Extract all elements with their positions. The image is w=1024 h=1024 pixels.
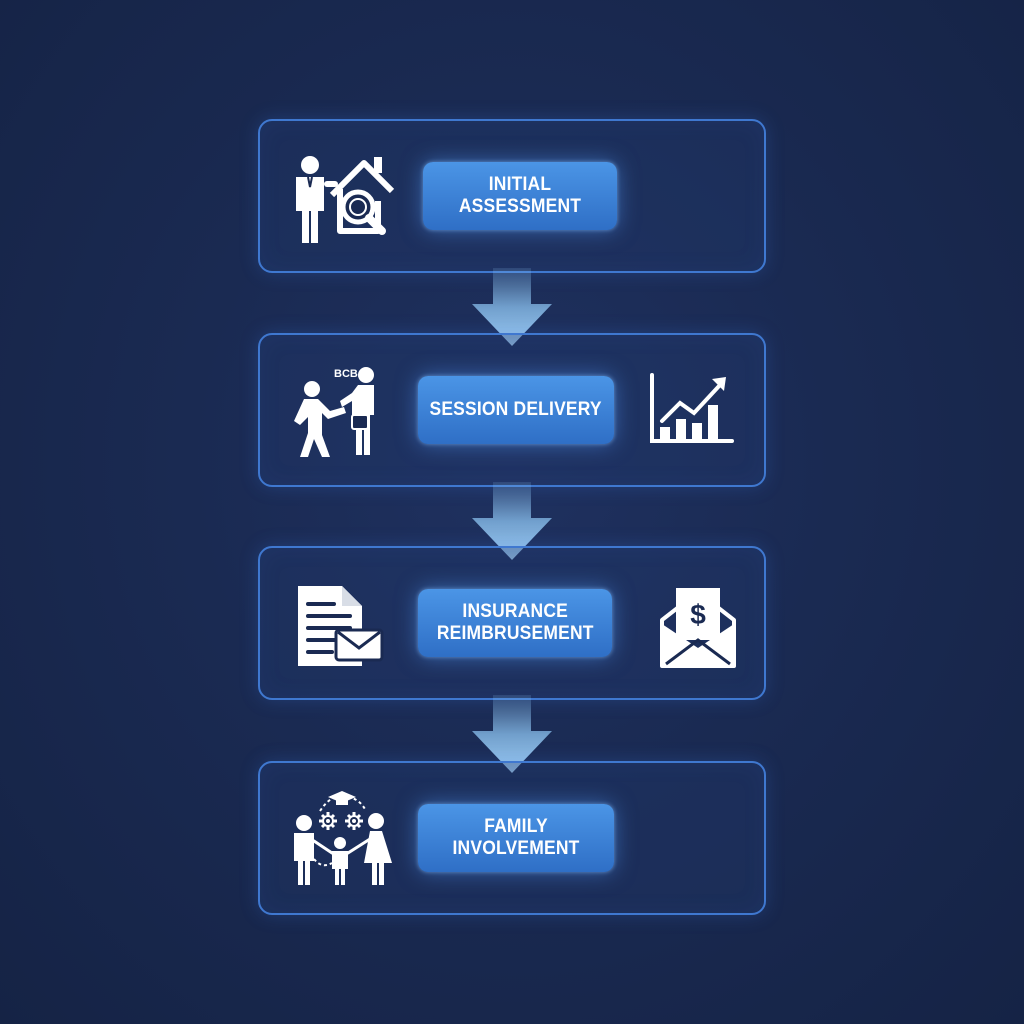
therapist-client-icon: BCBA: [294, 367, 374, 457]
stage-label-pill: INSURANCE REIMBRUSEMENT: [418, 589, 612, 657]
stage-insurance-reimbursement: INSURANCE REIMBRUSEMENT $: [258, 546, 766, 700]
assessor-house-magnifier-icon: [296, 156, 395, 243]
bcba-badge: BCBA: [334, 368, 366, 380]
stage-label-pill: SESSION DELIVERY: [418, 376, 614, 444]
flow-arrow-down-icon: [472, 268, 552, 346]
stage-family-involvement: FAMILY INVOLVEMENT: [258, 761, 766, 915]
stage-label-pill: INITIAL ASSESSMENT: [423, 162, 617, 230]
stage-label: INITIAL ASSESSMENT: [458, 174, 582, 217]
dollar-envelope-icon: $: [660, 588, 736, 668]
family-learning-icon: [294, 791, 392, 885]
flow-arrow-down-icon: [472, 482, 552, 560]
stage-label: FAMILY INVOLVEMENT: [452, 816, 580, 859]
stage-label: INSURANCE REIMBRUSEMENT: [436, 601, 594, 644]
svg-text:$: $: [690, 599, 706, 630]
stage-initial-assessment: INITIAL ASSESSMENT: [258, 119, 766, 273]
stage-label-pill: FAMILY INVOLVEMENT: [418, 804, 614, 872]
stage-label: SESSION DELIVERY: [429, 399, 603, 420]
document-mail-icon: [298, 586, 384, 666]
stage-session-delivery: BCBA SESSION DELIVERY: [258, 333, 766, 487]
growth-chart-icon: [650, 373, 734, 443]
flow-arrow-down-icon: [472, 695, 552, 773]
